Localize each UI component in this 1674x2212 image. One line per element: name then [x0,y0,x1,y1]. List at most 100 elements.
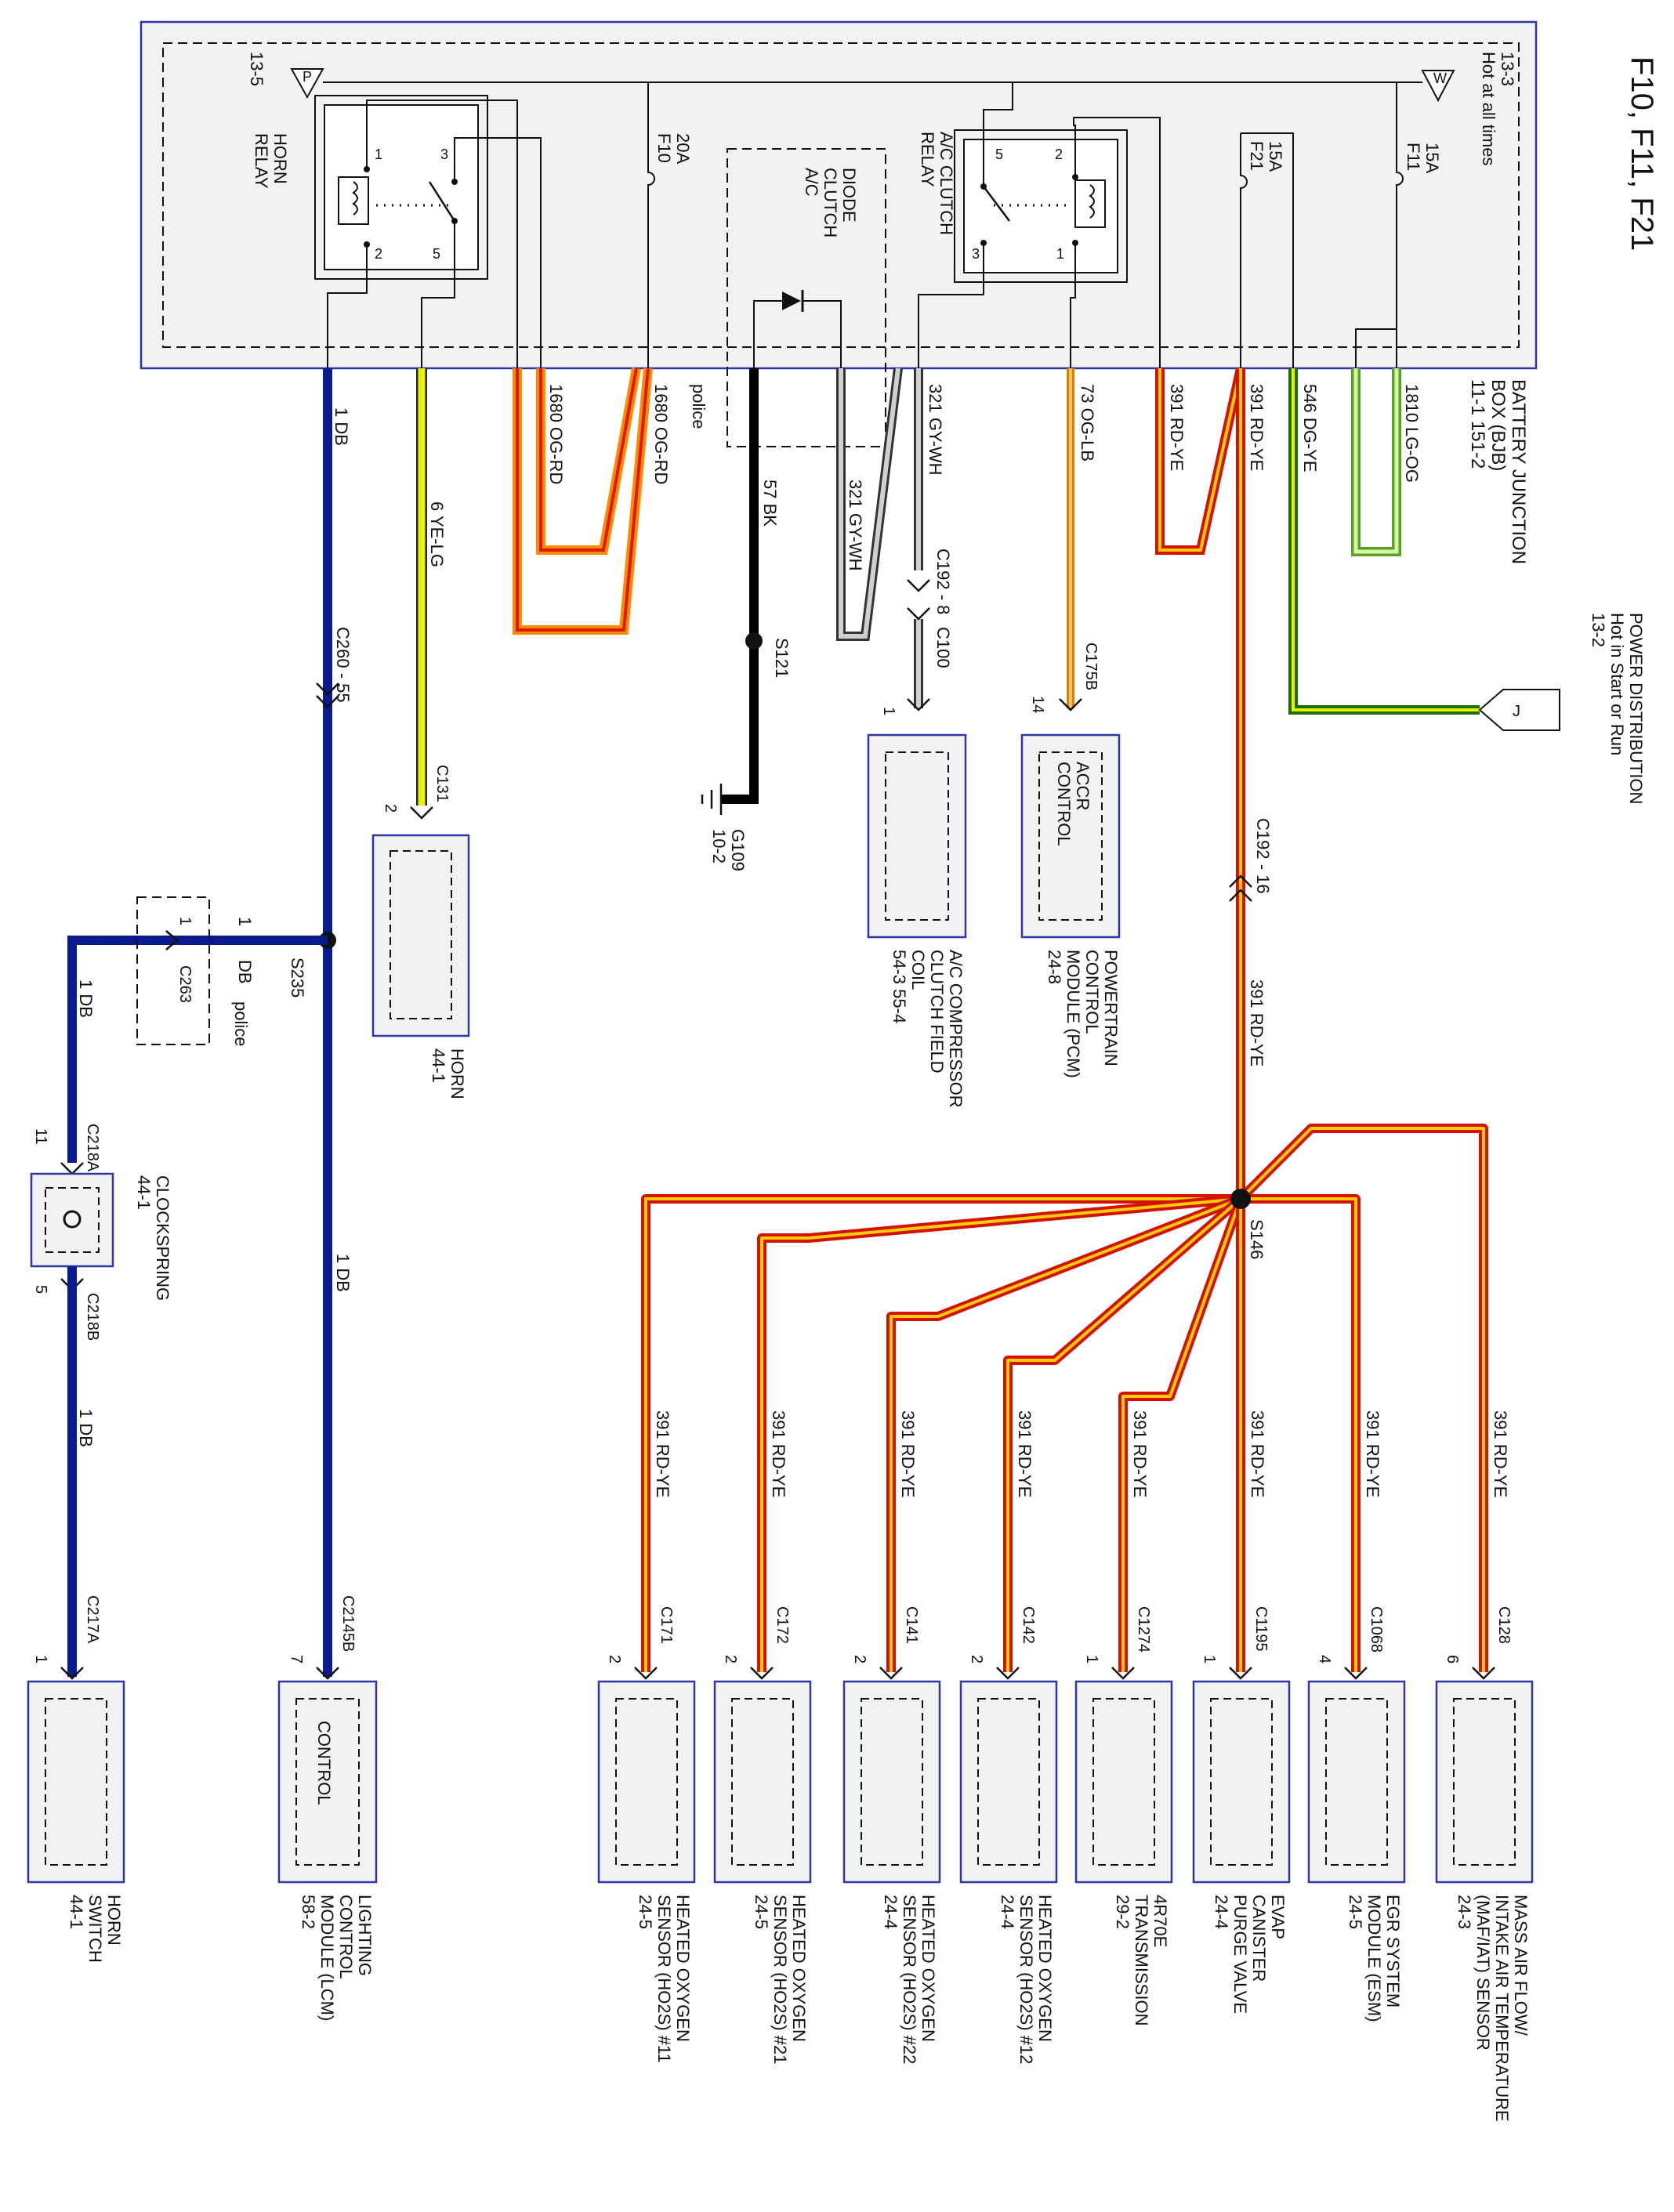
c175b-pin: 14 [1029,696,1046,713]
branch-wire-inner-3 [1006,1197,1242,1672]
branch-component-label-4-0: 4R70E [1150,1895,1170,1947]
branch-connector-icon-6 [1344,1667,1368,1680]
c131-label: C131 [433,765,451,802]
wire-1-db-branch [67,936,328,1163]
horn-label-1: HORN [447,1048,467,1099]
branch-component-label-1-1: SENSOR (HO2S) #21 [770,1895,790,2064]
branch-wire-label-4: 391 RD-YE [1130,1410,1150,1497]
pd-label-2: Hot in Start or Run [1607,613,1627,755]
bjb-label-2: BOX (BJB) [1487,379,1509,471]
branch-connector-icon-7 [1472,1667,1495,1680]
horn-switch-label-1: HORN [104,1895,124,1946]
branch-wire-label-6: 391 RD-YE [1363,1410,1382,1497]
c192-16-label: C192 - 16 [1253,818,1273,894]
f11-name: F11 [1404,143,1423,171]
hot-w-flag-letter: W [1433,71,1447,86]
branch-wire-inner-6 [1241,1197,1357,1672]
wire-1-db-label: 1 DB [332,407,351,446]
branch-conn-label-6: C1068 [1368,1606,1385,1653]
wire-321-loop-inner [839,367,900,639]
p-ref: 13-5 [247,52,266,86]
branch-component-label-4-2: 29-2 [1113,1895,1132,1929]
c263-connector-icon [165,930,179,950]
wire-1810-loop [1351,368,1401,556]
branch-component-dashed-7 [1453,1698,1516,1866]
c2145b-pin: 7 [288,1655,305,1664]
branch-component-label-7-2: (MAF/IAT) SENSOR [1473,1895,1493,2051]
hot-w-flag-icon [1421,70,1455,103]
ac-coil-dashed [885,751,949,921]
diode-dashed-box [726,148,886,447]
c218b-label: C218B [84,1293,101,1341]
p-flag-icon [290,68,324,100]
branch-component-box-5 [1192,1680,1291,1884]
c217a-label: C217A [84,1595,101,1644]
ac-relay-label-2: RELAY [918,132,937,187]
branch-wire-inner-2 [890,1197,1241,1672]
branch-component-label-1-2: 24-5 [752,1895,771,1929]
c175b-label: C175B [1082,643,1100,690]
branch-conn-label-1: C172 [774,1606,791,1644]
page-title: F10, F11, F21 [1625,56,1659,251]
wire-391-c-label: 391 RD-YE [1247,979,1266,1066]
c263-dashed-box [136,896,210,1045]
pcm-box [1020,733,1121,939]
c218a-connector-icon [60,1162,84,1175]
horn-relay-switch [428,181,456,222]
branch-conn-label-5: C1195 [1252,1606,1270,1651]
c192-8-label: C192 - 8 [933,548,953,614]
horn-relay-pin-5: 5 [433,246,440,262]
branch-pin-label: 1 [235,917,255,926]
branch-component-box-4 [1074,1680,1173,1884]
branch-conn-label-0: C171 [658,1606,675,1644]
branch-component-label-5-2: PURGE VALVE [1230,1895,1250,2014]
horn-switch-box [27,1680,125,1884]
branch-wire-label-7: 391 RD-YE [1491,1410,1510,1497]
wire-6-label: 6 YE-LG [427,501,447,567]
horn-relay-wire-5 [421,221,455,368]
lcm-label-1: LIGHTING [355,1895,375,1976]
wire-1810-label: 1810 LG-OG [1402,384,1422,483]
ac-relay-pin-2: 2 [1055,147,1063,162]
branch-component-label-6-2: 24-5 [1346,1895,1365,1929]
wire-321-a-label: 321 GY-WH [926,384,945,476]
c218a-pin: 11 [32,1128,49,1145]
wire-1-db-c-label: 1 DB [76,1409,96,1447]
ac-relay-pin-3: 3 [972,246,980,262]
ac-coil-box [867,733,967,939]
branch-component-label-1-0: HEATED OXYGEN [789,1895,809,2042]
wire-57-label: 57 BK [760,480,780,527]
branch-connector-icon-0 [634,1667,658,1680]
c218a-label: C218A [84,1124,101,1172]
branch-connector-icon-4 [1111,1667,1135,1680]
branch-wire-inner-7 [1239,1127,1485,1672]
branch-component-box-2 [842,1680,941,1884]
ac-relay-wire-1 [1070,243,1076,368]
wire-546-label: 546 DG-YE [1300,384,1320,472]
pcm-label-4: 24-8 [1045,950,1064,984]
horn-switch-label-3: 44-1 [67,1895,86,1929]
branch-wire-label-2: 391 RD-YE [898,1410,918,1497]
c263-pin: 1 [176,917,194,925]
c260-connector-icon [316,682,339,708]
wire-73-label: 73 OG-LB [1078,384,1097,462]
wire-321-b-label: 321 GY-WH [846,480,865,571]
f21-amp: 15A [1266,141,1285,172]
ac-relay-wire-5 [983,82,1013,186]
hot-ref: 13-3 [1498,52,1517,86]
branch-wire-label-3: 391 RD-YE [1015,1410,1034,1497]
wire-391-loop-inner [1158,367,1242,552]
ac-coil-label-4: 54-3 55-4 [890,950,909,1023]
diode-label-2: CLUTCH [821,168,840,237]
c100-label: C100 [933,627,953,668]
c192-16-connector-icon [1229,874,1252,902]
branch-pin-label-5: 1 [1201,1655,1218,1664]
horn-relay-outer [314,95,488,280]
branch-wire-1 [757,1194,1241,1672]
s235-label: S235 [288,958,307,997]
ground-icon [701,784,723,815]
lcm-label-4: 58-2 [299,1895,318,1929]
wire-1680-b-label: 1680 OG-RD [651,384,671,484]
